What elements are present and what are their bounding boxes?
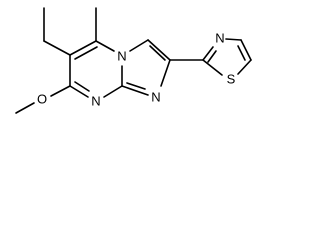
structure-canvas: N N N N S O bbox=[15, 7, 252, 114]
atom-n-bridge: N bbox=[117, 48, 126, 63]
bond-tz-c2-n3 bbox=[202, 46, 214, 61]
atom-o-methoxy: O bbox=[37, 91, 47, 106]
bond-tz-c4-c5-inner bbox=[237, 45, 246, 61]
bond-c2-n1 bbox=[160, 59, 171, 87]
bond-tz-n3-c4 bbox=[225, 38, 242, 41]
bond-n8-c8a bbox=[103, 85, 123, 98]
bond-c7-o bbox=[50, 85, 71, 97]
atom-n-thiazole: N bbox=[215, 30, 224, 45]
atom-s-thiazole: S bbox=[227, 71, 236, 86]
bond-o-methyl bbox=[15, 102, 35, 114]
bond-tz-s1-c2 bbox=[202, 59, 223, 76]
bond-c3-c2-inner bbox=[149, 45, 166, 61]
bond-n1-c8a bbox=[121, 85, 149, 96]
bond-n1-c8a-inner bbox=[126, 82, 146, 90]
bond-c5-c6-inner bbox=[74, 46, 98, 60]
atom-n-imidazole: N bbox=[151, 89, 160, 104]
bond-c5-c6 bbox=[69, 40, 97, 56]
bond-n4-c3 bbox=[129, 39, 149, 52]
atom-n-pyrimidine: N bbox=[91, 93, 100, 108]
bond-ethyl-1 bbox=[43, 40, 71, 56]
bond-c7-n8 bbox=[69, 85, 89, 98]
bond-n4-c5 bbox=[95, 40, 115, 52]
bond-tz-c5-s1 bbox=[237, 59, 252, 75]
bond-tz-c2-n3-inner bbox=[207, 50, 217, 63]
bond-c3-c2 bbox=[147, 39, 171, 61]
molecule-structure: N N N N S O bbox=[15, 7, 252, 114]
bond-c7-n8-inner bbox=[74, 81, 90, 92]
bond-tz-c4-c5 bbox=[240, 39, 252, 61]
